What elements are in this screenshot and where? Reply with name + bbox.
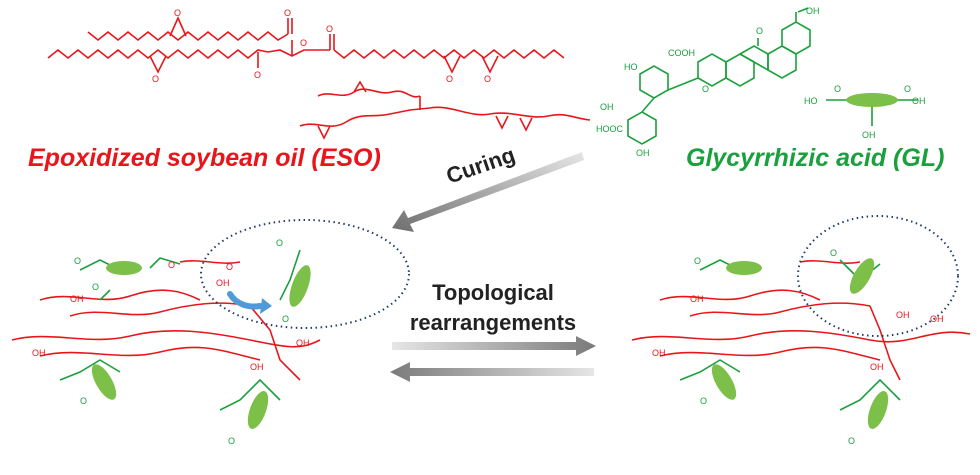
equilibrium-arrows — [390, 336, 596, 382]
atom-label-o: O — [168, 260, 175, 270]
gl-green-ellipse — [846, 93, 898, 107]
atom-label-cooh: COOH — [668, 48, 695, 58]
atom-label-oh: OH — [652, 348, 666, 358]
atom-label-o: O — [80, 396, 87, 406]
atom-label-oh: OH — [32, 348, 46, 358]
atom-label-oh: OH — [250, 362, 264, 372]
left-ellipse-4 — [247, 391, 269, 429]
eso-small-epoxide-2 — [317, 125, 331, 140]
forward-arrow — [392, 336, 596, 356]
right-ellipse-4 — [867, 391, 889, 429]
atom-label-oh: OH — [896, 310, 910, 320]
atom-label-o: O — [300, 38, 307, 48]
gl-sugar-2 — [627, 111, 657, 145]
atom-label-o: O — [848, 436, 855, 446]
eso-epoxide-3 — [443, 55, 461, 74]
atom-label-o: O — [74, 256, 81, 266]
atom-label-oh: OH — [296, 338, 310, 348]
eso-small-epoxide-1 — [353, 80, 367, 93]
gl-label: Glycyrrhizic acid (GL) — [686, 144, 945, 172]
eso-oxygen-labels: O O O O O O O O — [152, 8, 491, 84]
atom-label-oh: OH — [600, 102, 614, 112]
atom-label-o: O — [756, 26, 763, 36]
atom-label-o: O — [694, 256, 701, 266]
left-ellipse-3 — [91, 364, 117, 400]
atom-label-oh: OH — [690, 294, 704, 304]
atom-label-o: O — [226, 262, 233, 272]
atom-label-o: O — [152, 74, 159, 84]
atom-label-o: O — [174, 8, 181, 18]
left-ellipse-2 — [289, 265, 311, 307]
eso-small-2 — [299, 106, 591, 127]
eso-chain-3 — [333, 48, 565, 60]
topo-line-2: rearrangements — [409, 310, 577, 335]
topo-line-1: Topological — [432, 280, 554, 305]
eso-chain-2 — [47, 48, 269, 60]
gl-structure — [627, 7, 918, 145]
atom-label-oh: OH — [636, 148, 650, 158]
atom-label-oh: OH — [806, 6, 820, 16]
atom-label-o: O — [834, 84, 841, 94]
eso-label: Epoxidized soybean oil (ESO) — [28, 144, 381, 172]
atom-label-o: O — [282, 314, 289, 324]
dotted-ellipse-left — [200, 219, 410, 329]
atom-label-oh: OH — [870, 362, 884, 372]
network-left: OH OH OH OH OH O O O O O O O O — [11, 219, 410, 446]
eso-small-epoxide-3 — [495, 115, 509, 130]
atom-label-o: O — [326, 24, 333, 34]
left-ellipse-1 — [106, 261, 142, 275]
atom-label-oh: OH — [70, 294, 84, 304]
eso-epoxide-1 — [169, 16, 187, 37]
dotted-ellipse-right — [797, 215, 959, 337]
gl-ring-a — [697, 53, 727, 87]
topological-rearrangements-label: Topological rearrangements — [398, 278, 588, 338]
atom-label-o: O — [92, 282, 99, 292]
curing-arrow — [392, 152, 584, 232]
eso-small-epoxide-4 — [519, 117, 533, 132]
atom-label-oh: OH — [912, 96, 926, 106]
atom-label-o: O — [446, 74, 453, 84]
right-ellipse-1 — [726, 261, 762, 275]
eso-chain-1 — [87, 30, 289, 42]
atom-label-o: O — [700, 396, 707, 406]
atom-label-o: O — [904, 84, 911, 94]
atom-label-o: O — [276, 238, 283, 248]
atom-label-o: O — [830, 248, 837, 258]
curved-blue-arrow — [227, 291, 263, 310]
eso-epoxide-4 — [481, 55, 499, 74]
atom-label-ho: HO — [804, 96, 818, 106]
gl-sugar-1 — [639, 65, 669, 99]
atom-label-hooc: HOOC — [596, 124, 624, 134]
network-right: OH OH OH OH OH O O O O — [631, 215, 971, 446]
right-ellipse-2 — [849, 258, 875, 294]
eso-structure — [47, 16, 591, 140]
atom-label-o: O — [702, 84, 709, 94]
atom-label-oh: OH — [862, 130, 876, 140]
atom-label-oh: OH — [216, 278, 230, 288]
eso-small-1 — [317, 88, 421, 98]
atom-label-ho: HO — [624, 62, 638, 72]
atom-label-o: O — [284, 8, 291, 18]
eso-epoxide-2 — [149, 55, 167, 74]
atom-label-o: O — [484, 74, 491, 84]
atom-label-o: O — [228, 436, 235, 446]
gl-atom-labels: COOH HOOC OH OH HO O O OH HO OH O O OH — [596, 6, 926, 158]
right-ellipse-3 — [711, 364, 737, 400]
gl-ring-e — [781, 21, 811, 55]
atom-label-oh: OH — [930, 314, 944, 324]
backward-arrow — [390, 362, 594, 382]
atom-label-o: O — [254, 70, 261, 80]
